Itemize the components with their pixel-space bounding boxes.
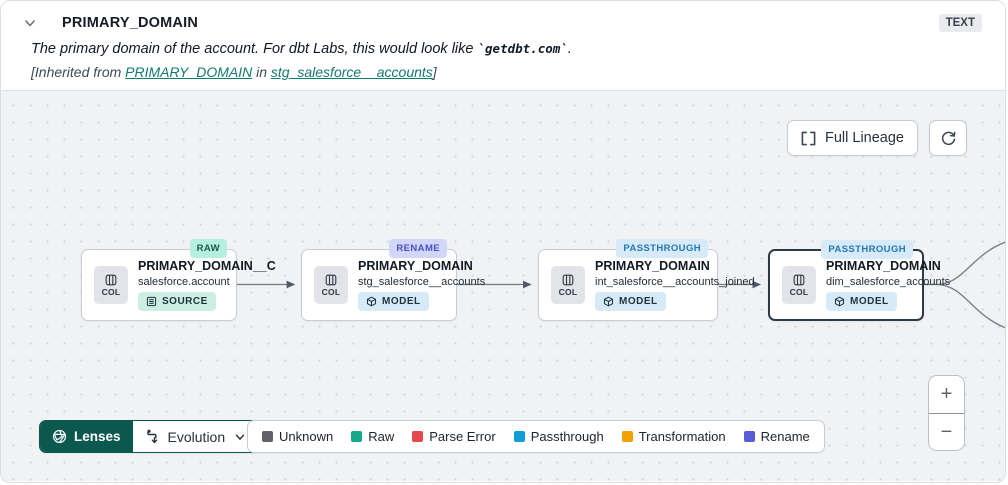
legend-item: Parse Error	[412, 429, 496, 444]
resource-type-badge: MODEL	[826, 292, 897, 311]
node-column-name: PRIMARY_DOMAIN	[358, 259, 473, 273]
lineage-canvas[interactable]: Full Lineage RAW COL PRIMARY_DOMAIN__C s…	[1, 90, 1005, 481]
resource-type-badge: MODEL	[358, 292, 429, 311]
node-column-name: PRIMARY_DOMAIN	[826, 259, 941, 273]
column-header: PRIMARY_DOMAIN TEXT The primary domain o…	[1, 1, 1005, 90]
node-model-name: stg_salesforce__accounts	[358, 276, 486, 288]
lineage-node-intermediate[interactable]: PASSTHROUGH COL PRIMARY_DOMAIN int_sales…	[538, 239, 755, 321]
model-cube-icon	[366, 296, 377, 307]
inherited-column-link[interactable]: PRIMARY_DOMAIN	[125, 64, 253, 80]
model-cube-icon	[603, 296, 614, 307]
column-kind-badge: COL	[94, 266, 128, 304]
column-type-badge: TEXT	[938, 14, 982, 32]
node-evolution-tag: RENAME	[389, 239, 447, 258]
legend-swatch	[743, 431, 755, 442]
lineage-node-staging[interactable]: RENAME COL PRIMARY_DOMAIN stg_salesforce…	[301, 239, 485, 321]
column-description: The primary domain of the account. For d…	[31, 41, 572, 57]
node-column-name: PRIMARY_DOMAIN__C	[138, 259, 276, 273]
zoom-controls: + −	[928, 375, 965, 451]
legend-swatch	[621, 431, 633, 442]
lenses-control: Lenses Evolution	[39, 420, 260, 453]
lineage-node-dim-selected[interactable]: PASSTHROUGH COL PRIMARY_DOMAIN dim_sales…	[768, 240, 950, 321]
node-model-name: int_salesforce__accounts_joined	[595, 276, 755, 288]
columns-icon	[325, 274, 337, 285]
resource-type-badge: MODEL	[595, 292, 666, 311]
column-kind-badge: COL	[551, 266, 585, 304]
legend-swatch	[351, 431, 363, 442]
inherited-model-link[interactable]: stg_salesforce__accounts	[270, 64, 433, 80]
legend-item: Passthrough	[513, 429, 604, 444]
legend-item: Transformation	[621, 429, 726, 444]
column-kind-badge: COL	[314, 266, 348, 304]
zoom-in-button[interactable]: +	[929, 376, 964, 413]
expand-brackets-icon	[801, 131, 816, 145]
refresh-button[interactable]	[929, 120, 967, 156]
code-snippet: `getdbt.com`	[477, 41, 568, 56]
model-cube-icon	[834, 296, 845, 307]
node-evolution-tag: PASSTHROUGH	[821, 240, 913, 259]
node-evolution-tag: PASSTHROUGH	[616, 239, 708, 258]
columns-icon	[562, 274, 574, 285]
legend-swatch	[412, 431, 424, 442]
inherited-from-note: [Inherited from PRIMARY_DOMAIN in stg_sa…	[31, 64, 437, 80]
source-icon	[146, 296, 157, 307]
column-title: PRIMARY_DOMAIN	[62, 15, 198, 31]
node-model-name: salesforce.account	[138, 276, 230, 288]
columns-icon	[105, 274, 117, 285]
legend-item: Unknown	[262, 429, 333, 444]
lineage-node-source[interactable]: RAW COL PRIMARY_DOMAIN__C salesforce.acc…	[81, 239, 276, 321]
evolution-legend: Unknown Raw Parse Error Passthrough Tran…	[247, 420, 825, 453]
resource-type-badge: SOURCE	[138, 292, 216, 311]
chevron-down-icon[interactable]	[23, 16, 37, 30]
zoom-out-button[interactable]: −	[929, 413, 964, 450]
node-model-name: dim_salesforce_accounts	[826, 276, 951, 288]
column-kind-badge: COL	[782, 266, 816, 304]
legend-item: Rename	[743, 429, 810, 444]
chevron-down-icon	[235, 434, 245, 440]
columns-icon	[793, 274, 805, 285]
node-evolution-tag: RAW	[189, 239, 227, 258]
lens-aperture-icon	[52, 429, 67, 444]
full-lineage-button[interactable]: Full Lineage	[787, 120, 918, 156]
lens-dropdown[interactable]: Evolution	[132, 421, 259, 452]
node-column-name: PRIMARY_DOMAIN	[595, 259, 710, 273]
evolution-route-icon	[146, 429, 157, 443]
lenses-button[interactable]: Lenses	[40, 421, 133, 452]
legend-swatch	[262, 431, 273, 442]
refresh-icon	[941, 131, 955, 145]
legend-item: Raw	[351, 429, 394, 444]
legend-swatch	[513, 431, 525, 442]
